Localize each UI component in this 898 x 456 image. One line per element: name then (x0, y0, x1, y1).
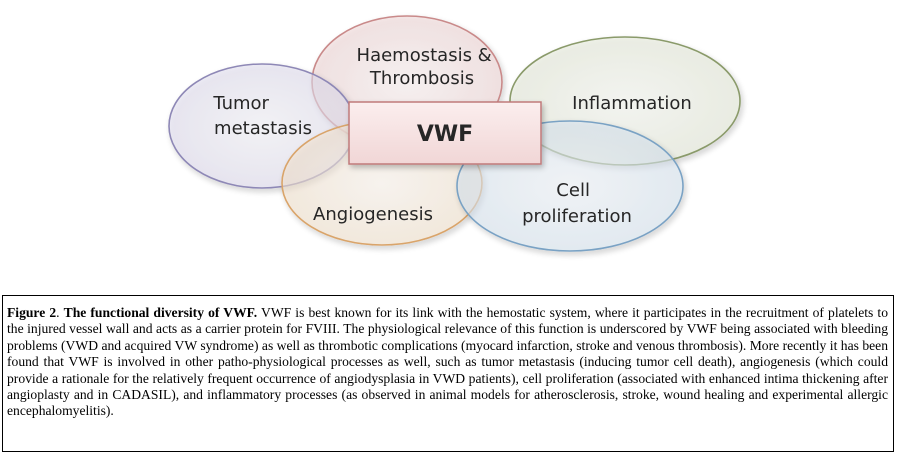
cell-proliferation-label: Cell proliferation (522, 180, 632, 227)
vwf-center-box (348, 101, 542, 165)
caption-label: Figure 2 (7, 305, 57, 320)
vwf-function-diagram: VWF Haemostasis & Thrombosis Tumor metas… (168, 15, 741, 252)
figure-caption: Figure 2. The functional diversity of VW… (2, 295, 894, 452)
caption-title: The functional diversity of VWF. (63, 305, 258, 320)
inflammation-label: Inflammation (572, 93, 692, 114)
angiogenesis-label: Angiogenesis (313, 204, 433, 225)
tumor-metastasis-label: Tumor metastasis (212, 93, 312, 139)
haemostasis-label: Haemostasis & Thrombosis (357, 45, 498, 89)
vwf-center-label: VWF (417, 122, 473, 147)
caption-text: VWF is best known for its link with the … (7, 305, 889, 419)
